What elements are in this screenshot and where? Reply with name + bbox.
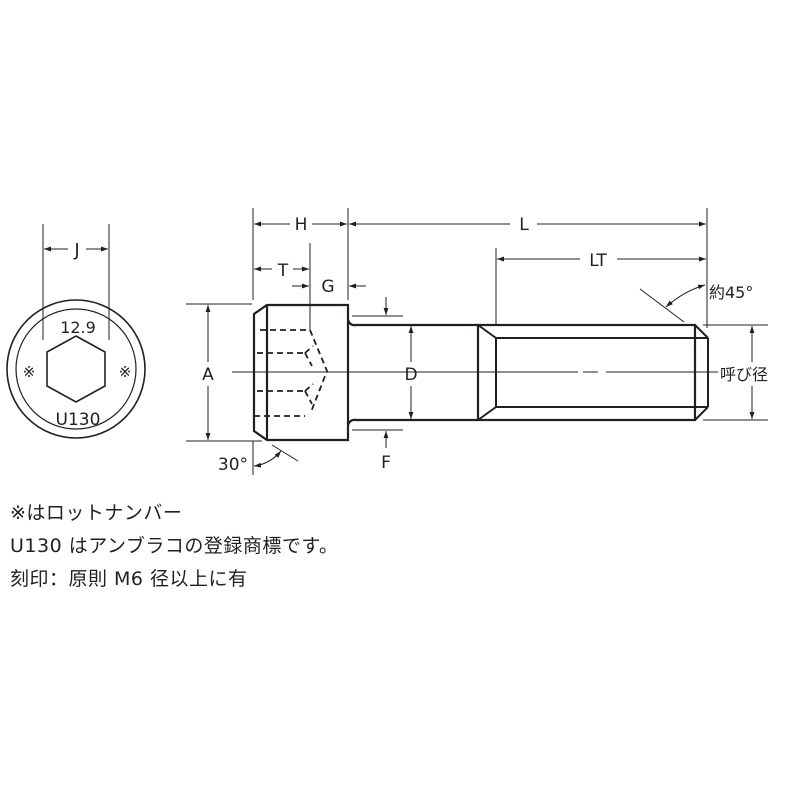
dim-label-f: F [381,453,391,473]
thread-chamfer-bottom-left [477,406,497,421]
dim-label-d: D [404,365,417,385]
dim-label-h: H [295,215,308,235]
head-outer-circle [6,299,146,439]
lot-mark-right: ※ [119,363,132,381]
dim-label-nominal-diameter: 呼び径 [720,365,768,384]
angle-arc-30 [253,450,282,468]
head-chamfer-circle [15,308,137,430]
head-chamfer-angle-line [271,444,299,462]
shank-top-fillet [346,319,478,327]
dim-label-l: L [519,215,529,235]
dim-label-a: A [202,365,214,385]
angle-label-45: 約45° [709,283,753,302]
side-view [186,208,768,475]
dim-label-j: J [73,240,79,261]
hidden-socket-lines [254,329,328,417]
lot-mark-left: ※ [23,363,36,381]
note-lot-number: ※はロットナンバー [10,502,183,524]
grade-marking: 12.9 [60,318,96,337]
note-marking: 刻印：原則 M6 径以上に有 [10,568,248,590]
hex-socket-icon [46,335,106,403]
shank-bottom-fillet [346,418,478,426]
dim-label-lt: LT [589,251,607,271]
brand-marking: U130 [56,410,101,430]
thread-end-chamfer-top [694,324,709,339]
note-trademark: U130 はアンブラコの登録商標です。 [10,535,339,557]
dim-label-g: G [321,277,334,297]
thread-end-chamfer-bottom [694,406,709,421]
notes-block: ※はロットナンバー U130 はアンブラコの登録商標です。 刻印：原則 M6 径… [10,497,338,596]
dim-label-t: T [277,261,289,281]
angle-label-30: 30° [218,455,248,475]
thread-outer [476,323,697,422]
end-view [6,224,146,439]
thread-chamfer-top-left [477,324,497,339]
thread-chamfer-angle-line [639,288,685,323]
angle-arc-45 [665,284,706,308]
